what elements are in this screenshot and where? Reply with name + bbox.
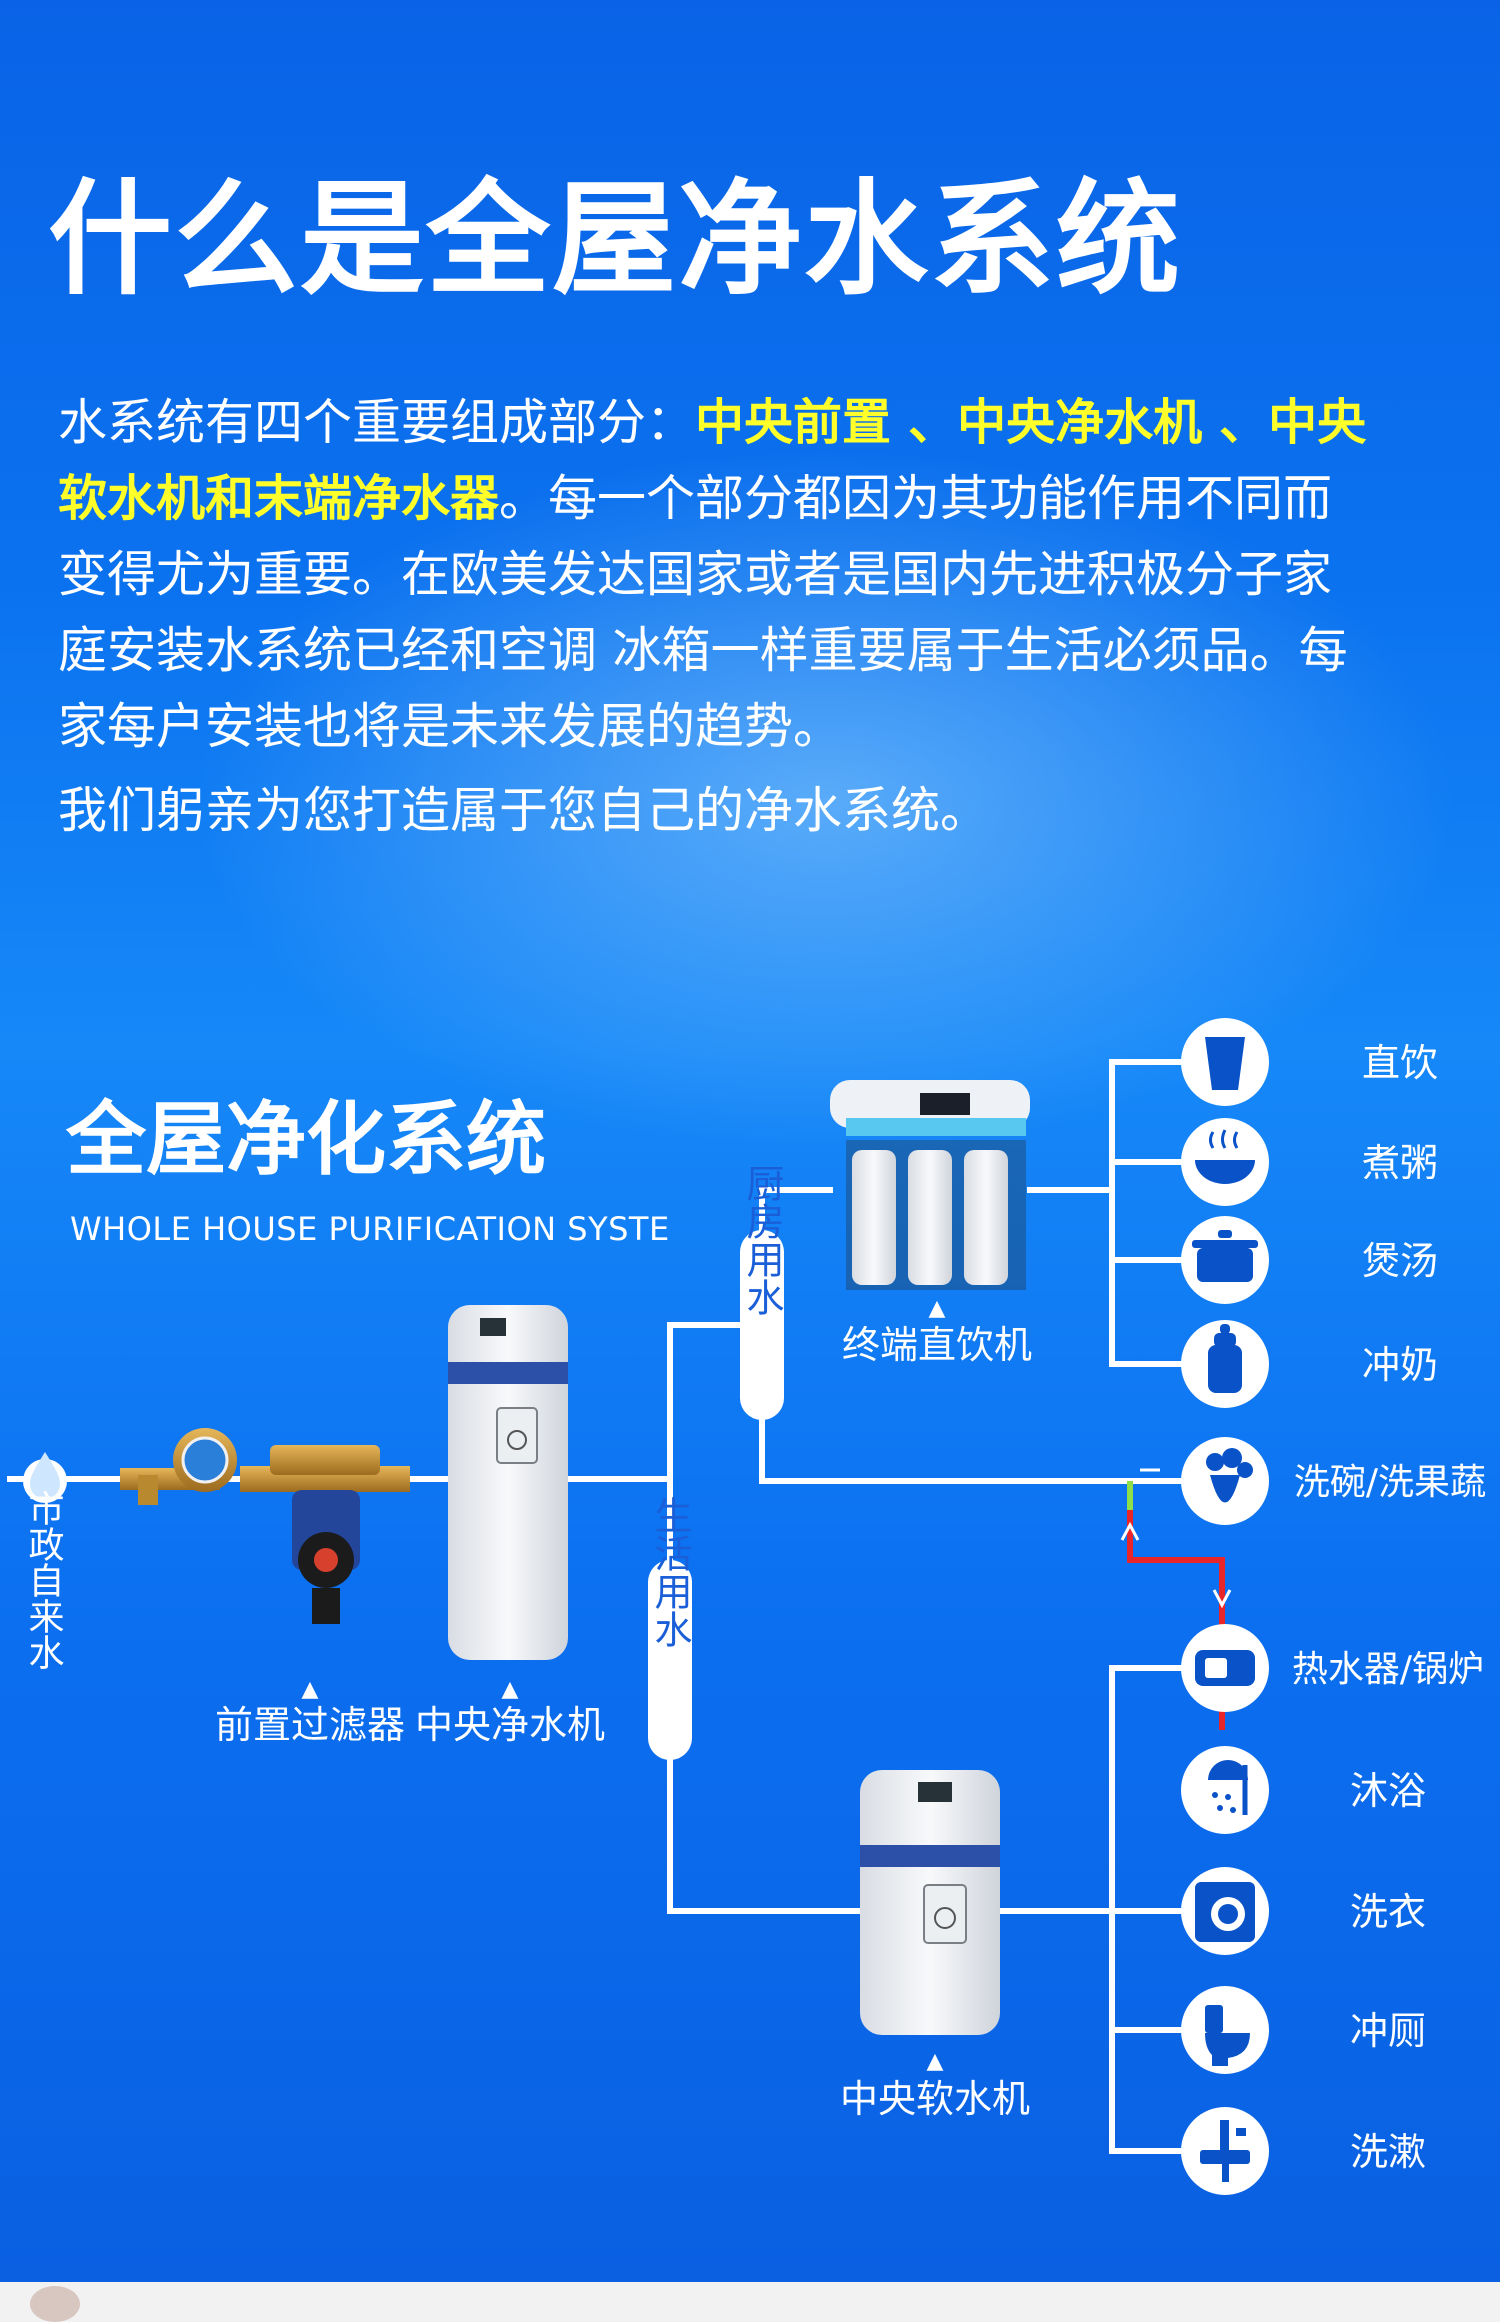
source-label: 市政自来水 [23,1490,64,1670]
milk-bottle-icon [1181,1320,1269,1408]
sink-faucet-icon [1181,2107,1269,2195]
use-label-soup: 煲汤 [1362,1239,1438,1283]
softener-arrow: ▲ [927,2049,944,2074]
kitchen-pill-label: 厨房用水 [740,1164,784,1316]
use-label-toilet: 冲厕 [1350,2009,1426,2053]
use-label-laundry: 洗衣 [1350,1890,1426,1934]
page-title: 什么是全屋净水系统 [48,168,1183,312]
use-label-wash-dishes: 洗碗/洗果蔬 [1294,1462,1486,1503]
terminal-label: 终端直饮机 [842,1323,1032,1367]
toilet-icon [1181,1986,1269,2074]
water-heater-icon [1181,1624,1269,1712]
prefilter-arrow: ▲ [302,1677,319,1702]
bottom-strip [0,2282,1500,2322]
intro-highlight-1: 中央前置 、中央净水机 、 [695,394,1269,451]
hot-pipe-segment [1127,1510,1225,1640]
shower-icon [1181,1746,1269,1834]
use-label-washing-up: 洗漱 [1350,2130,1426,2174]
intro-closing: 我们躬亲为您打造属于您自己的净水系统。 [58,782,990,839]
purifier-arrow: ▲ [502,1677,519,1702]
bottom-decoration [30,2286,80,2322]
drink-icon [1181,1018,1269,1106]
use-label-milk: 冲奶 [1362,1343,1438,1387]
terminal-drinking-machine [830,1080,1030,1290]
use-label-porridge: 煮粥 [1362,1141,1438,1185]
water-meter-icon [120,1428,237,1505]
diagram-title: 全屋净化系统 [66,1093,546,1186]
use-label-water-heater: 热水器/锅炉 [1292,1649,1484,1690]
washing-machine-icon [1181,1867,1269,1955]
water-drop-icon [23,1452,67,1503]
diagram-subtitle: WHOLE HOUSE PURIFICATION SYSTE [70,1210,670,1248]
central-purifier-device [448,1305,568,1660]
porridge-icon [1181,1118,1269,1206]
intro-part-2: 。每一个部分都因为其功能作用不同而变得尤为重要。在欧美发达国家或者是国内先进积极… [58,470,1348,755]
intro-part-1: 水系统有四个重要组成部分： [58,394,696,451]
hot-arrow-1 [1120,1521,1140,1541]
living-pill-label: 生活用水 [648,1496,692,1648]
prefilter-label: 前置过滤器 [215,1703,405,1747]
hot-arrow-2 [1212,1589,1232,1609]
purifier-label: 中央净水机 [415,1703,605,1747]
use-label-shower: 沐浴 [1350,1769,1426,1813]
intro-paragraph: 水系统有四个重要组成部分：中央前置 、中央净水机 、中央软水机和末端净水器。每一… [58,385,1378,849]
central-softener-device [860,1770,1000,2035]
vegetable-icon [1181,1437,1269,1525]
terminal-arrow: ▲ [929,1296,946,1321]
kitchen-bottom-pipe [759,1357,1183,1484]
use-label-drink: 直饮 [1362,1041,1438,1085]
hot-water-pipes [1120,1468,1232,1730]
kitchen-pill: 厨房用水 [740,1164,784,1420]
soup-pot-icon [1181,1216,1269,1304]
intro-text: 水系统有四个重要组成部分：中央前置 、中央净水机 、中央软水机和末端净水器。每一… [58,385,1378,765]
intro-highlight-2: 中央软水机和末端净水器 [58,394,1367,527]
softener-label: 中央软水机 [840,2077,1030,2121]
living-pill: 生活用水 [648,1496,692,1760]
prefilter-device-icon [240,1445,410,1624]
